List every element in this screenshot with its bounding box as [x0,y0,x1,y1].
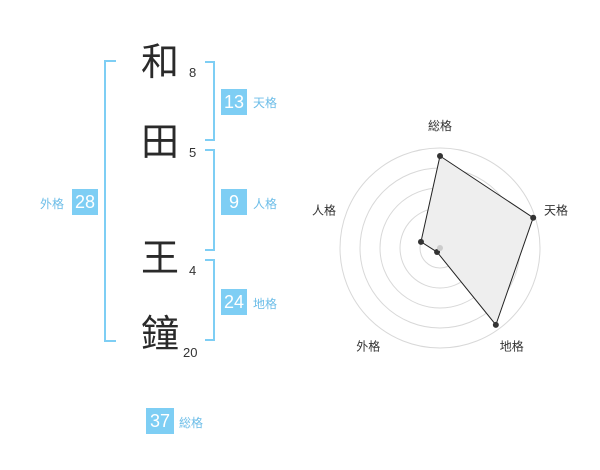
tenkaku-value: 13 [221,89,247,115]
gaikaku-value: 28 [72,189,98,215]
tenkaku-bracket [205,61,215,141]
chikaku-value: 24 [221,289,247,315]
jinkaku-bracket [205,149,215,251]
stroke-count-1: 8 [189,65,197,80]
stroke-count-4: 20 [183,345,198,360]
radar-axis-label: 外格 [356,339,380,354]
stroke-count-2: 5 [189,145,197,160]
tenkaku-label: 天格 [253,96,278,110]
soukaku-label: 総格 [179,416,204,430]
radar-point [530,214,537,221]
soukaku-value: 37 [146,408,174,434]
radar-axis-label: 天格 [544,202,568,217]
radar-axis-label: 人格 [312,202,336,217]
name-char-2: 田 [141,120,180,164]
name-char-3: 王 [141,236,180,280]
radar-axis-label: 総格 [428,118,452,133]
radar-point [492,321,499,328]
radar-axis-label: 地格 [500,339,524,354]
radar-center-dot [437,245,443,251]
name-char-1: 和 [141,40,180,84]
radar-point [437,153,443,159]
radar-point [417,238,424,245]
chikaku-bracket [205,259,215,341]
jinkaku-value: 9 [221,189,247,215]
gaikaku-label: 外格 [40,197,65,211]
gaikaku-bracket [104,60,116,342]
stroke-count-3: 4 [189,263,197,278]
chikaku-label: 地格 [253,297,278,311]
jinkaku-label: 人格 [253,197,278,211]
radar-ring [339,147,541,349]
radar-polygon [420,155,534,326]
name-char-4: 鐘 [141,312,180,356]
